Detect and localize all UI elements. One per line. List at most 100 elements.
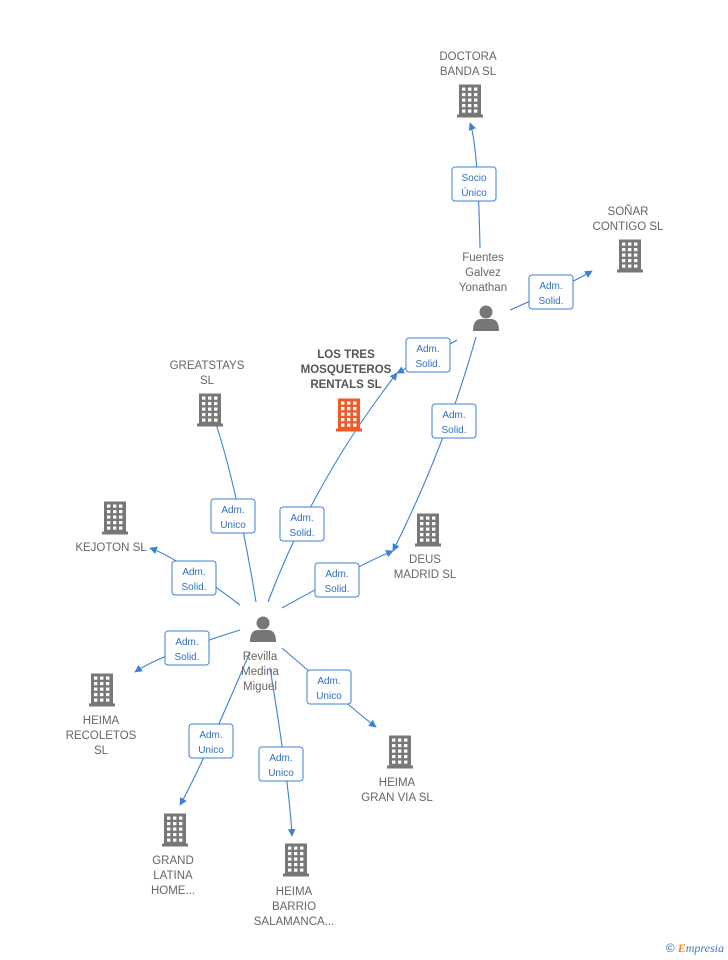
relation-label-text: Solid. <box>324 584 349 595</box>
relation-label-box <box>258 746 304 782</box>
node-label: GRAN VIA SL <box>361 792 433 804</box>
building-icon <box>102 501 128 535</box>
node-sonar[interactable]: SOÑAR CONTIGO SL <box>593 205 665 273</box>
relation-label-revilla-heimagv[interactable]: Adm. Unico <box>306 669 352 705</box>
node-label: MOSQUETEROS <box>301 364 392 376</box>
relation-label-text: Adm. <box>442 410 465 421</box>
person-icon <box>473 305 499 331</box>
person-icon <box>250 616 276 642</box>
relation-label-text: Unico <box>198 745 224 756</box>
node-label: SL <box>94 745 109 757</box>
node-label: KEJOTON SL <box>75 542 147 554</box>
brand-logo-text: mpresia <box>685 941 724 955</box>
node-label: Yonathan <box>459 282 507 294</box>
edge-revilla-to-greatstays <box>209 408 257 603</box>
brand-footer: © Empresia <box>666 941 724 956</box>
relation-label-text: Adm. <box>317 676 340 687</box>
relation-label-text: Adm. <box>416 344 439 355</box>
node-label: Miguel <box>243 681 277 693</box>
building-icon <box>89 673 115 707</box>
edge-fuentes-to-deus <box>392 336 477 552</box>
relation-label-box <box>528 274 574 310</box>
relation-label-text: Solid. <box>181 582 206 593</box>
node-label: GRAND <box>152 855 194 867</box>
copyright-icon: © <box>665 941 675 955</box>
node-deus[interactable]: DEUS MADRID SL <box>394 513 457 582</box>
relation-label-text: Adm. <box>539 281 562 292</box>
node-heimabarrio[interactable]: HEIMABARRIOSALAMANCA... <box>254 843 335 929</box>
building-icon <box>387 735 413 769</box>
relation-label-text: Solid. <box>441 425 466 436</box>
node-label: CONTIGO SL <box>593 221 665 233</box>
building-icon <box>197 393 223 427</box>
node-kejoton[interactable]: KEJOTON SL <box>75 501 147 555</box>
relation-label-text: Adm. <box>221 505 244 516</box>
node-label: MADRID SL <box>394 569 457 581</box>
relation-label-box <box>314 562 360 598</box>
relation-label-revilla-grandlatina[interactable]: Adm. Unico <box>188 723 234 759</box>
node-label: RENTALS SL <box>310 379 381 391</box>
edge-fuentes-to-doctora <box>468 122 481 249</box>
node-label: HEIMA <box>379 777 416 789</box>
relation-label-box <box>171 560 217 596</box>
node-label: Revilla <box>243 651 278 663</box>
relation-label-text: Adm. <box>290 513 313 524</box>
relation-label-box <box>279 506 325 542</box>
node-doctora[interactable]: DOCTORA BANDA SL <box>439 51 497 118</box>
relation-label-revilla-heimabarrio[interactable]: Adm.Unico <box>258 746 304 782</box>
node-grandlatina[interactable]: GRAND LATINA HOME... <box>151 813 195 898</box>
relation-label-box <box>431 403 477 439</box>
node-label: Fuentes <box>462 252 504 264</box>
building-icon <box>415 513 441 547</box>
relation-label-fuentes-deus[interactable]: Adm. Solid. <box>431 403 477 439</box>
relation-label-text: Solid. <box>289 528 314 539</box>
relation-label-revilla-kejoton[interactable]: Adm. Solid. <box>171 560 217 596</box>
relation-label-text: Adm. <box>175 637 198 648</box>
node-label: LATINA <box>153 870 193 882</box>
relation-label-text: Solid. <box>538 296 563 307</box>
node-heimagv[interactable]: HEIMA GRAN VIA SL <box>361 735 433 805</box>
node-label: DEUS <box>409 554 441 566</box>
brand-logo-initial: E <box>677 941 686 955</box>
relation-label-text: Solid. <box>174 652 199 663</box>
relation-label-box <box>405 337 451 373</box>
building-icon <box>617 239 643 273</box>
node-label: SL <box>200 375 215 387</box>
node-label: Galvez <box>465 267 501 279</box>
relation-label-text: Solid. <box>415 359 440 370</box>
building-icon <box>162 813 188 847</box>
relation-label-revilla-heimarec[interactable]: Adm. Solid. <box>164 630 210 666</box>
relation-label-text: Unico <box>220 520 246 531</box>
node-label: RECOLETOS <box>66 730 137 742</box>
relation-label-text: Único <box>461 186 487 199</box>
relation-label-box <box>210 498 256 534</box>
relation-label-text: Adm. <box>325 569 348 580</box>
node-lostres[interactable]: LOS TRES MOSQUETEROS RENTALS SL <box>301 349 392 432</box>
relation-label-text: Unico <box>316 691 342 702</box>
relation-label-box <box>164 630 210 666</box>
building-icon <box>457 84 483 118</box>
relation-label-text: Adm. <box>199 730 222 741</box>
relation-label-revilla-lostres[interactable]: Adm. Solid. <box>279 506 325 542</box>
relation-label-text: Socio <box>461 173 486 184</box>
node-label: SOÑAR <box>608 205 649 218</box>
relation-label-revilla-greatstays[interactable]: Adm. Unico <box>210 498 256 534</box>
node-label: HOME... <box>151 885 195 897</box>
relation-label-revilla-deus[interactable]: Adm. Solid. <box>314 562 360 598</box>
relation-label-box <box>451 166 497 202</box>
relation-label-text: Adm. <box>269 753 292 764</box>
relation-label-text: Adm. <box>182 567 205 578</box>
node-label: BANDA SL <box>440 66 497 78</box>
relation-label-fuentes-sonar[interactable]: Adm. Solid. <box>528 274 574 310</box>
node-label: HEIMA <box>276 886 313 898</box>
node-label: LOS TRES <box>317 349 375 361</box>
relation-label-fuentes-lostres[interactable]: Adm. Solid. <box>405 337 451 373</box>
node-greatstays[interactable]: GREATSTAYS SL <box>170 360 245 427</box>
node-label: DOCTORA <box>439 51 497 63</box>
node-label: GREATSTAYS <box>170 360 245 372</box>
